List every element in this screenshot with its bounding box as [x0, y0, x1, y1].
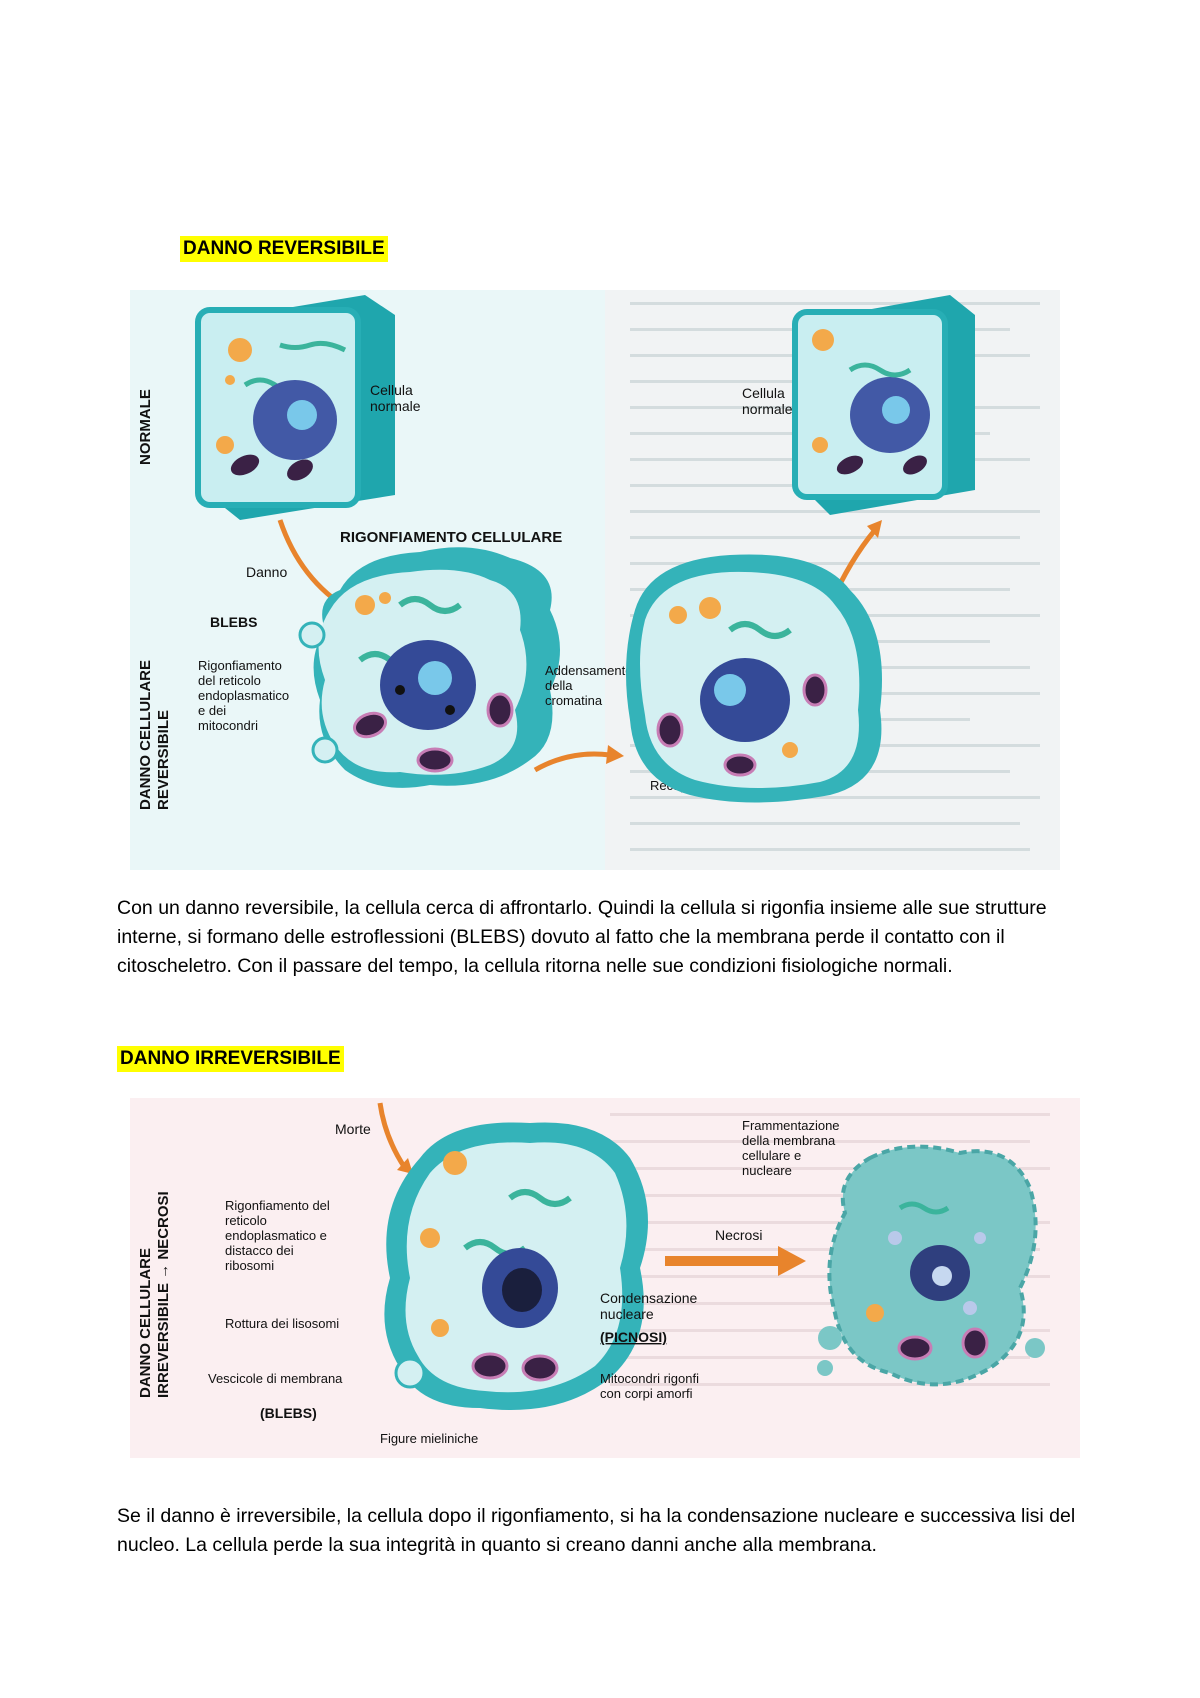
title-swelling: RIGONFIAMENTO CELLULARE	[340, 529, 562, 546]
recovering-cell	[626, 554, 882, 803]
label-myelin: Figure mieliniche	[380, 1431, 478, 1446]
side-label-irreversible-2: IRREVERSIBILE → NECROSI	[155, 1191, 172, 1398]
side-label-normale: NORMALE	[137, 389, 154, 465]
label-lysosomes: Rottura dei lisosomi	[225, 1316, 339, 1331]
label-pyknosis: (PICNOSI)	[600, 1329, 667, 1345]
heading-reversible: DANNO REVERSIBILE	[180, 236, 388, 262]
swollen-cell	[298, 547, 560, 788]
side-label-damage-1: DANNO CELLULARE	[137, 660, 154, 810]
label-danno: Danno	[246, 564, 287, 580]
label-necrosi: Necrosi	[715, 1227, 762, 1243]
label-blebs: BLEBS	[210, 614, 257, 630]
label-morte: Morte	[335, 1121, 371, 1137]
normal-cell-left	[195, 295, 395, 520]
paragraph-irreversible: Se il danno è irreversibile, la cellula …	[117, 1505, 1076, 1556]
paragraph-reversible: Con un danno reversibile, la cellula cer…	[117, 897, 1047, 977]
heading-irreversible: DANNO IRREVERSIBILE	[117, 1046, 344, 1072]
label-vesicles: Vescicole di membrana	[208, 1371, 343, 1386]
reversible-damage-figure: NORMALE DANNO CELLULARE REVERSIBILE Cell…	[130, 290, 1060, 870]
side-label-irreversible-1: DANNO CELLULARE	[137, 1248, 154, 1398]
normal-cell-right	[792, 295, 975, 515]
necrotic-cell	[817, 1144, 1045, 1387]
side-label-damage-2: REVERSIBILE	[155, 710, 172, 810]
label-blebs-irr: (BLEBS)	[260, 1405, 317, 1421]
dying-cell	[384, 1122, 648, 1410]
irreversible-damage-figure: DANNO CELLULARE IRREVERSIBILE → NECROSI …	[130, 1098, 1080, 1458]
